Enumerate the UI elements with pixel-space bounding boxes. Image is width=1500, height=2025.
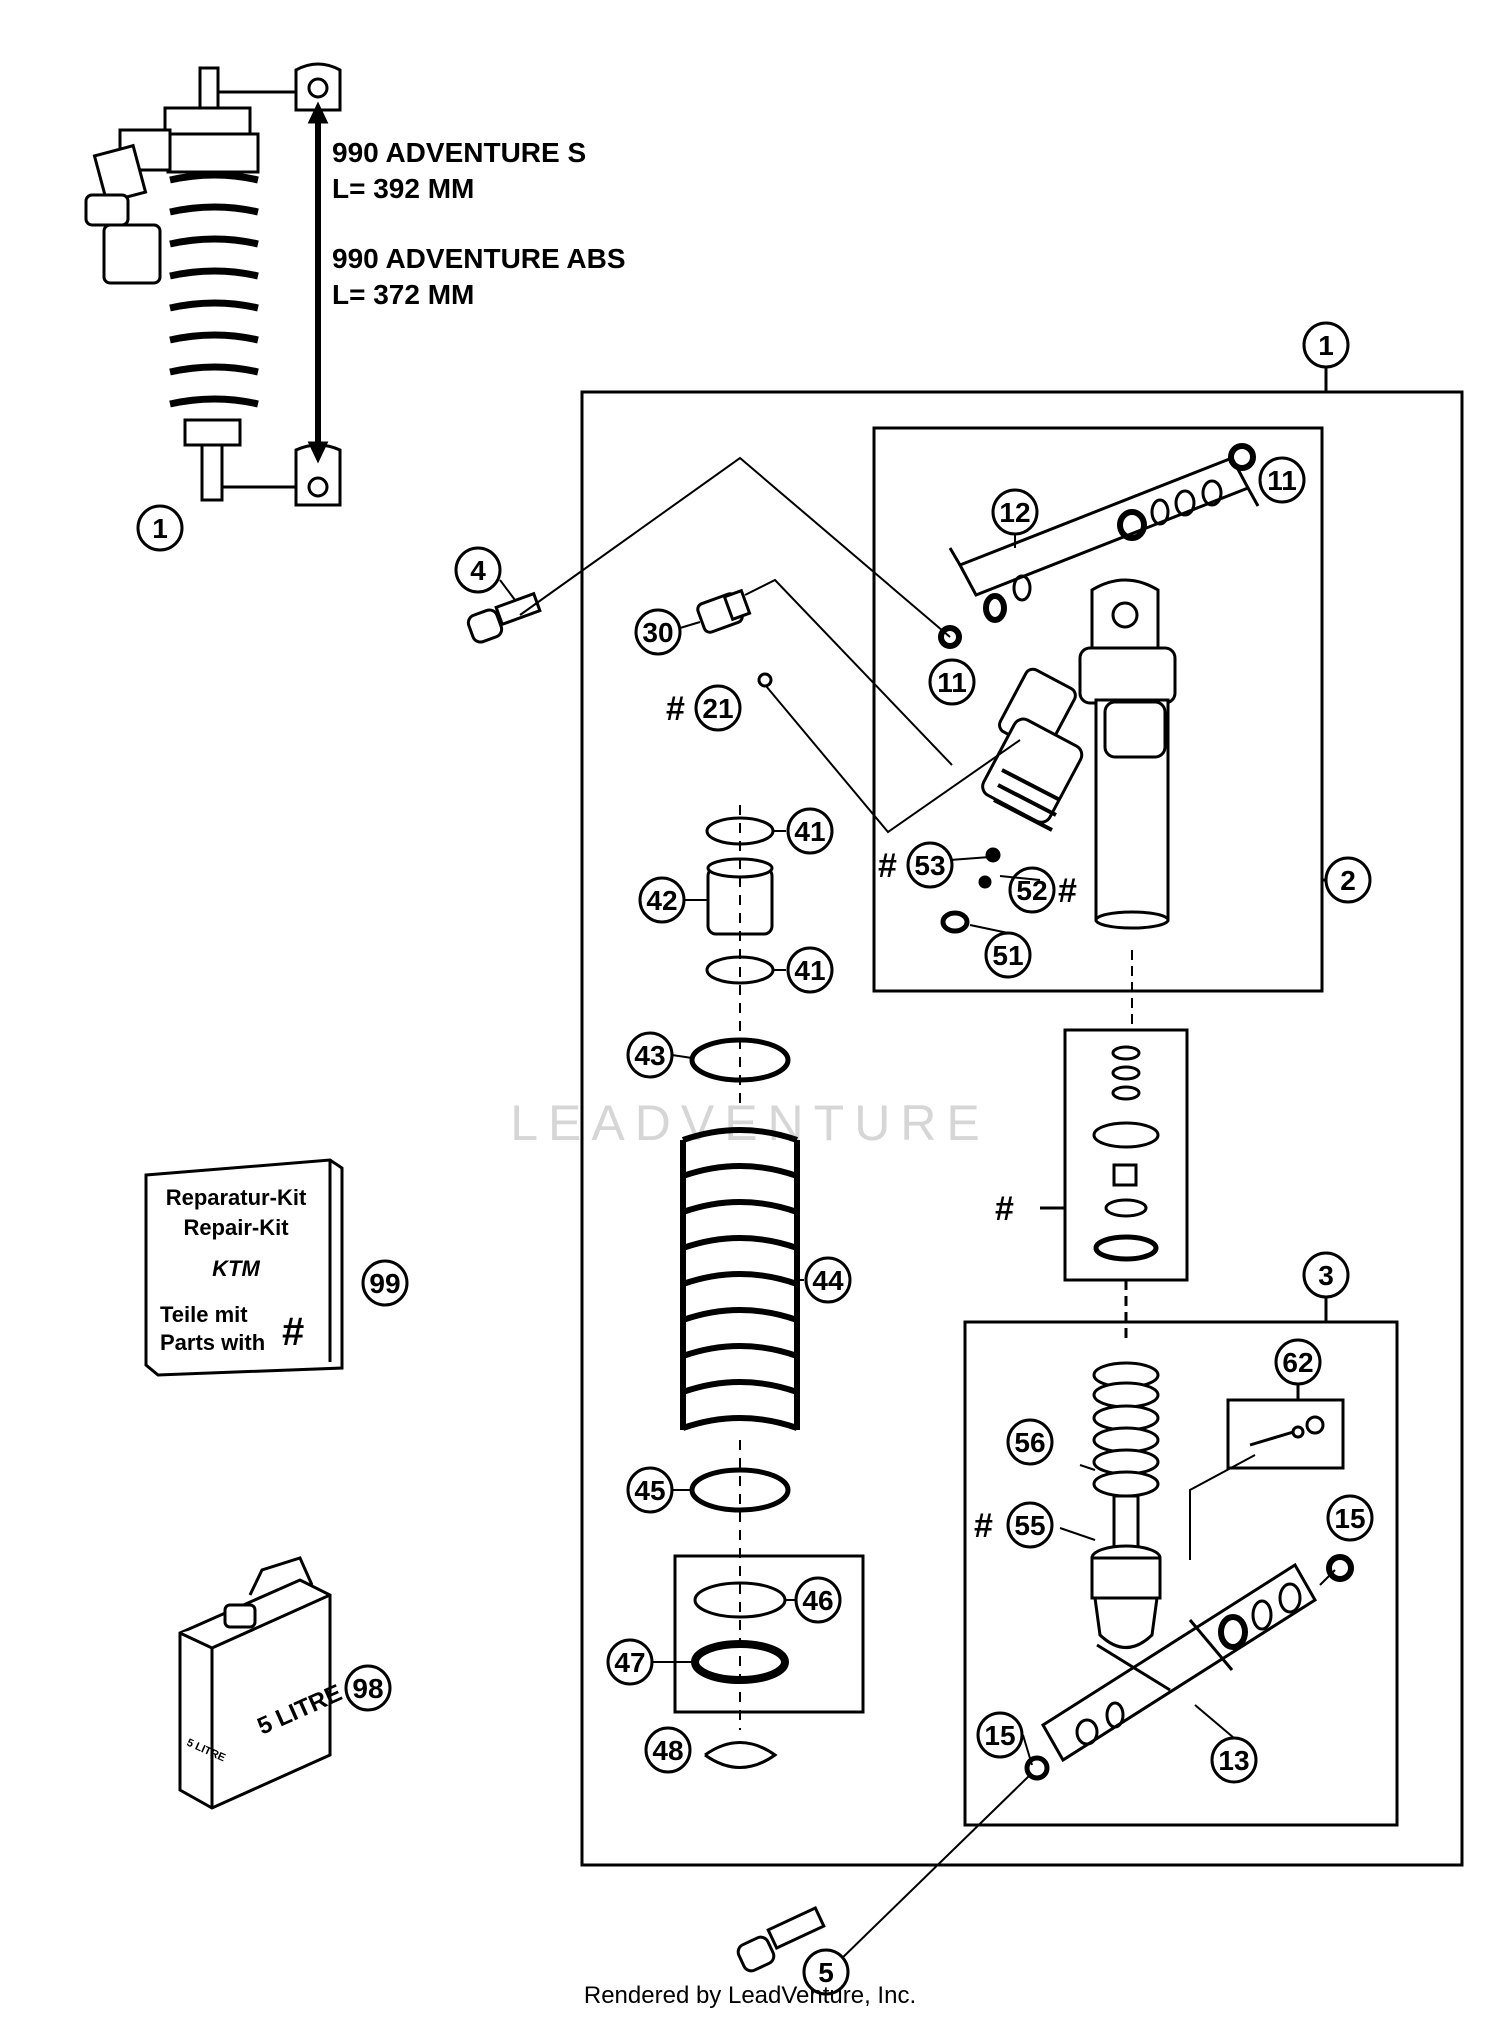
callout-45-label: 45	[634, 1475, 665, 1506]
washer-set-13	[1024, 1554, 1354, 1781]
callout-3-label: 3	[1318, 1260, 1334, 1291]
callout-46	[794, 1576, 842, 1624]
seal-kit-illustration	[1092, 1045, 1160, 1262]
callout-4	[454, 546, 502, 594]
callout-21	[694, 684, 742, 732]
spring-stack-illustration	[680, 805, 800, 1769]
callout-15a	[1326, 1494, 1374, 1542]
callout-42-label: 42	[646, 885, 677, 916]
bolt-4	[466, 591, 542, 644]
hash-21: #	[666, 690, 685, 728]
callout-47-label: 47	[614, 1647, 645, 1678]
repair-kit-hash: #	[282, 1310, 304, 1354]
shock-body-illustration	[981, 578, 1177, 930]
callout-46-label: 46	[802, 1585, 833, 1616]
callout-56	[1006, 1418, 1054, 1466]
callout-44-label: 44	[812, 1265, 844, 1296]
callouts	[136, 321, 1374, 1996]
bolt-30	[696, 588, 752, 634]
callout-1-main-label: 1	[1318, 330, 1334, 361]
callout-55-label: 55	[1014, 1510, 1045, 1541]
frame-assembly-2	[872, 426, 1324, 993]
callout-41a-label: 41	[794, 816, 825, 847]
hash-55: #	[974, 1507, 993, 1545]
callout-62-label: 62	[1282, 1347, 1313, 1378]
hash-52: #	[1058, 872, 1077, 910]
callout-leaders	[499, 533, 1235, 1766]
callout-1-top	[136, 504, 184, 552]
repair-kit-title-de: Reparatur-Kit	[166, 1185, 307, 1210]
part-62-illustration	[1249, 1415, 1325, 1447]
callout-2	[1324, 856, 1372, 904]
piston-rod-illustration	[1090, 1280, 1162, 1649]
callout-11b	[928, 658, 976, 706]
callout-1-top-label: 1	[152, 513, 168, 544]
callout-56-label: 56	[1014, 1427, 1045, 1458]
washer-set-12	[938, 443, 1260, 649]
callout-3	[1302, 1251, 1350, 1299]
callout-13-label: 13	[1218, 1745, 1249, 1776]
callout-43-label: 43	[634, 1040, 665, 1071]
callout-2-label: 2	[1340, 865, 1356, 896]
callout-11a	[1258, 456, 1306, 504]
callout-15b	[976, 1711, 1024, 1759]
frame-assembly-1	[580, 390, 1464, 1867]
callout-51-label: 51	[992, 940, 1023, 971]
ktm-logo: KTM	[212, 1256, 260, 1281]
repair-kit-parts-de: Teile mit	[160, 1302, 248, 1327]
footer-credit: Rendered by LeadVenture, Inc.	[584, 1982, 916, 2009]
frame-part-62	[1226, 1398, 1345, 1470]
callout-98-label: 98	[352, 1673, 383, 1704]
callout-99	[361, 1259, 409, 1307]
repair-kit-parts-en: Parts with	[160, 1330, 265, 1355]
callout-5	[802, 1948, 850, 1996]
callout-11a-label: 11	[1267, 465, 1297, 496]
callout-48-label: 48	[652, 1735, 683, 1766]
note-length-s: L= 392 MM	[332, 173, 474, 204]
leader-lines-lower	[834, 1454, 1336, 1966]
repair-kit-title-en: Repair-Kit	[183, 1215, 289, 1240]
frame-parts-46-47	[673, 1554, 865, 1714]
watermark: LEADVENTURE	[510, 1095, 990, 1151]
callout-1-main	[1302, 321, 1350, 369]
note-adventure-s: 990 ADVENTURE S	[332, 137, 586, 168]
hash-seal-kit: #	[995, 1190, 1014, 1228]
callout-12-label: 12	[999, 497, 1030, 528]
callout-11b-label: 11	[937, 667, 967, 698]
callout-41b	[786, 946, 834, 994]
oil-can	[178, 1556, 332, 1810]
callout-41b-label: 41	[794, 955, 825, 986]
bolt-5	[736, 1905, 826, 1973]
repair-kit-box	[144, 1158, 344, 1377]
hash-53: #	[878, 847, 897, 885]
callout-30-label: 30	[642, 617, 673, 648]
callout-53-label: 53	[914, 850, 945, 881]
callout-15a-label: 15	[1334, 1503, 1365, 1534]
callout-21-label: 21	[702, 693, 733, 724]
frames	[580, 368, 1464, 1867]
small-parts-51-53	[757, 672, 1001, 934]
callout-55	[1006, 1501, 1054, 1549]
callout-44	[804, 1256, 852, 1304]
callout-5-label: 5	[818, 1957, 834, 1988]
assembled-shock-illustration	[84, 62, 342, 507]
note-length-abs: L= 372 MM	[332, 279, 474, 310]
leader-lines-upper	[519, 456, 1133, 1030]
callout-62	[1274, 1338, 1322, 1386]
frame-assembly-3	[963, 1320, 1399, 1827]
callout-15b-label: 15	[984, 1720, 1015, 1751]
callout-98	[344, 1664, 392, 1712]
callout-99-label: 99	[369, 1268, 400, 1299]
callout-48	[644, 1726, 692, 1774]
callout-41a	[786, 807, 834, 855]
callout-4-label: 4	[470, 555, 486, 586]
callout-30	[634, 608, 682, 656]
callout-53	[906, 841, 954, 889]
note-adventure-abs: 990 ADVENTURE ABS	[332, 243, 626, 274]
